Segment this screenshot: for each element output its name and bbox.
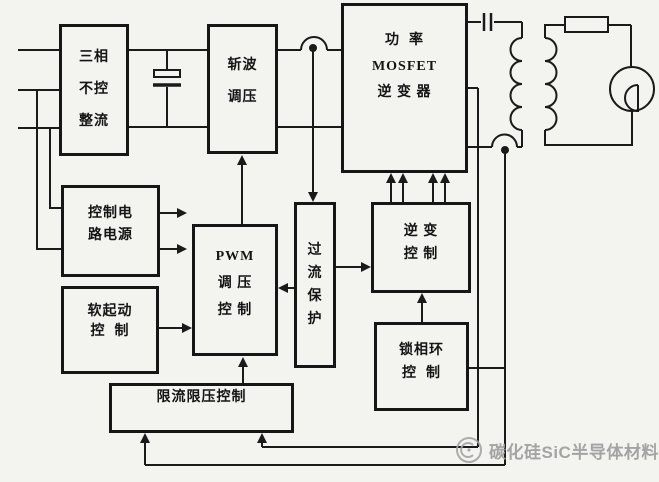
block-label: 锁相环 bbox=[399, 343, 444, 358]
block-label: 调压 bbox=[227, 90, 258, 105]
block-label: 整流 bbox=[79, 114, 109, 129]
block-label: 过 bbox=[307, 242, 323, 258]
watermark: 碳化硅SiC半导体材料 bbox=[455, 436, 659, 464]
series-capacitor-icon bbox=[468, 13, 522, 31]
transformer-icon bbox=[509, 22, 558, 147]
arrowheads bbox=[140, 155, 450, 443]
block-label: 流 bbox=[307, 265, 323, 281]
block-label: 逆 变 bbox=[403, 223, 439, 239]
block-three-phase-rectifier: 三相 不控 整流 bbox=[59, 24, 129, 156]
block-label: 控 制 bbox=[403, 247, 439, 263]
block-phase-locked-loop-control: 锁相环 控 制 bbox=[374, 322, 469, 411]
load-icon bbox=[609, 66, 655, 112]
block-overcurrent-protection: 过 流 保 护 bbox=[294, 202, 336, 368]
block-soft-start-control: 软起动 控 制 bbox=[61, 286, 159, 374]
resistor-icon bbox=[564, 16, 609, 33]
block-inverter-control: 逆 变 控 制 bbox=[371, 202, 471, 293]
workpiece-icon bbox=[624, 84, 639, 113]
current-sensor-icon bbox=[300, 36, 328, 51]
block-label: PWM bbox=[215, 249, 255, 264]
block-label: 逆 变 器 bbox=[377, 85, 432, 100]
block-power-mosfet-inverter: 功 率 MOSFET 逆 变 器 bbox=[341, 3, 468, 173]
load-circuit-lines bbox=[544, 16, 655, 146]
block-label: 控 制 bbox=[217, 303, 253, 318]
block-label: 软起动 bbox=[87, 304, 133, 319]
block-label: 控制电 bbox=[88, 206, 133, 222]
feedback-wires bbox=[144, 87, 505, 466]
filter-capacitor-icon bbox=[153, 50, 181, 127]
block-label: 保 bbox=[307, 288, 323, 304]
block-label: 不控 bbox=[79, 82, 109, 97]
block-current-voltage-limit-control: 限流限压控制 bbox=[109, 383, 294, 433]
output-current-sensor-icon bbox=[468, 133, 522, 465]
block-control-circuit-power: 控制电 路电源 bbox=[61, 185, 160, 277]
block-label: 控 制 bbox=[90, 324, 130, 339]
watermark-logo bbox=[456, 437, 482, 463]
block-label: 控 制 bbox=[402, 366, 441, 381]
block-chopper-regulator: 斩波 调压 bbox=[207, 24, 278, 154]
block-label: 限流限压控制 bbox=[156, 390, 247, 405]
block-label: 三相 bbox=[79, 50, 109, 65]
block-label: 功 率 bbox=[385, 33, 424, 48]
ac-input-lines bbox=[18, 49, 61, 250]
block-label: 调 压 bbox=[217, 276, 253, 291]
watermark-text: 碳化硅SiC半导体材料 bbox=[489, 442, 659, 462]
control-signal-wires bbox=[159, 165, 446, 383]
block-label: 斩波 bbox=[227, 58, 258, 73]
block-label: 护 bbox=[307, 311, 323, 327]
block-pwm-voltage-control: PWM 调 压 控 制 bbox=[192, 224, 278, 356]
block-label: MOSFET bbox=[371, 59, 438, 74]
chopper-output-lines bbox=[278, 36, 341, 197]
block-label: 路电源 bbox=[88, 227, 133, 243]
